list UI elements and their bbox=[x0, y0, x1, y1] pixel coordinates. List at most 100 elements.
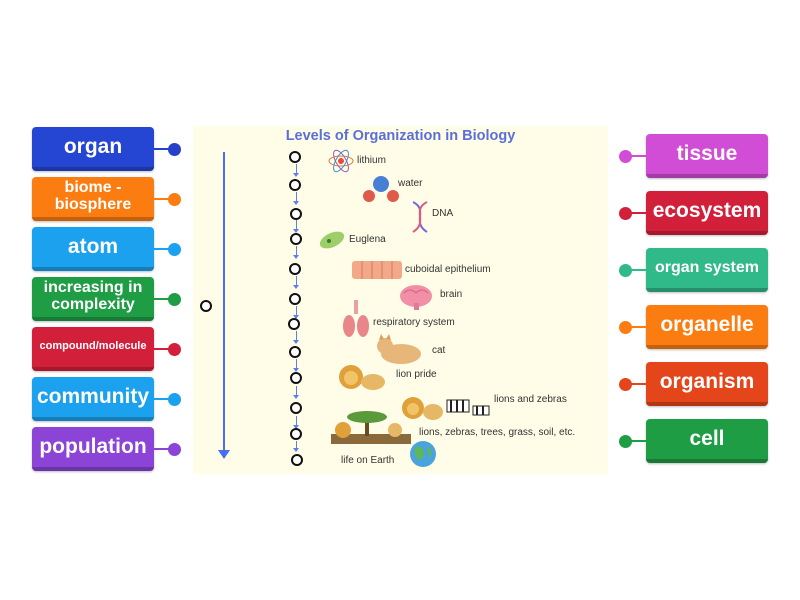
complexity-arrow bbox=[223, 152, 225, 454]
connector-line bbox=[154, 248, 174, 250]
drop-target-ring[interactable] bbox=[290, 402, 302, 414]
connector-dot[interactable] bbox=[168, 343, 181, 356]
step-arrow-head bbox=[293, 448, 299, 452]
level-label-water: water bbox=[398, 178, 423, 189]
level-label-brain: brain bbox=[440, 289, 463, 300]
brain-icon bbox=[400, 285, 432, 310]
tile-label: compound/molecule bbox=[39, 340, 147, 353]
tile-population[interactable]: population bbox=[32, 427, 154, 471]
diagram-panel: Levels of Organization in Biology bbox=[193, 126, 608, 474]
level-label-life-on-earth: life on Earth bbox=[341, 455, 395, 466]
ecosystem-icon bbox=[331, 411, 411, 444]
level-label-lion-pride: lion pride bbox=[396, 369, 437, 380]
step-arrow-head bbox=[293, 173, 299, 177]
epithelium-icon bbox=[352, 261, 402, 279]
connector-line bbox=[625, 326, 646, 328]
connector-dot[interactable] bbox=[168, 393, 181, 406]
connector-dot[interactable] bbox=[168, 143, 181, 156]
connector-line bbox=[625, 155, 646, 157]
tile-label: atom bbox=[67, 234, 119, 258]
tile-tissue[interactable]: tissue bbox=[646, 134, 768, 178]
cat-icon bbox=[377, 334, 421, 364]
step-arrow bbox=[296, 192, 297, 202]
drop-target-ring[interactable] bbox=[290, 233, 302, 245]
step-arrow-head bbox=[293, 285, 299, 289]
drop-target-ring[interactable] bbox=[290, 208, 302, 220]
connector-line bbox=[154, 348, 174, 350]
drop-target-ring[interactable] bbox=[289, 293, 301, 305]
connector-line bbox=[154, 198, 174, 200]
tile-atom[interactable]: atom bbox=[32, 227, 154, 271]
tile-organism[interactable]: organism bbox=[646, 362, 768, 406]
connector-dot[interactable] bbox=[168, 443, 181, 456]
connector-line bbox=[154, 448, 174, 450]
connector-line bbox=[154, 298, 174, 300]
drop-target-ring[interactable] bbox=[291, 454, 303, 466]
tile-label: community bbox=[36, 384, 149, 408]
tile-label: organ system bbox=[654, 258, 760, 276]
drop-target-ring[interactable] bbox=[290, 372, 302, 384]
tile-label: increasing in complexity bbox=[43, 279, 143, 313]
tile-label: tissue bbox=[676, 141, 738, 165]
level-label-cuboidal-epithelium: cuboidal epithelium bbox=[405, 264, 491, 275]
step-arrow bbox=[296, 306, 297, 316]
level-label-lithium: lithium bbox=[357, 155, 386, 166]
drop-target-ring[interactable] bbox=[289, 179, 301, 191]
drop-target-ring[interactable] bbox=[290, 428, 302, 440]
step-arrow bbox=[296, 164, 297, 174]
drop-target-ring[interactable] bbox=[289, 346, 301, 358]
level-label-euglena: Euglena bbox=[349, 234, 386, 245]
step-arrow bbox=[296, 441, 297, 449]
earth-icon bbox=[410, 441, 436, 467]
step-arrow-head bbox=[293, 229, 299, 233]
level-label-respiratory-system: respiratory system bbox=[373, 317, 455, 328]
step-arrow-head bbox=[293, 425, 299, 429]
atom-icon bbox=[328, 149, 354, 173]
connector-line bbox=[625, 269, 646, 271]
complexity-arrow-head bbox=[218, 450, 230, 459]
drop-target-ring[interactable] bbox=[289, 263, 301, 275]
drop-target-ring[interactable] bbox=[200, 300, 212, 312]
connector-dot[interactable] bbox=[168, 243, 181, 256]
tile-increasing-in-complexity[interactable]: increasing in complexity bbox=[32, 277, 154, 321]
step-arrow bbox=[296, 246, 297, 256]
step-arrow-head bbox=[293, 255, 299, 259]
step-arrow bbox=[296, 276, 297, 286]
drop-target-ring[interactable] bbox=[288, 318, 300, 330]
step-arrow-head bbox=[293, 315, 299, 319]
connector-line bbox=[154, 398, 174, 400]
tile-label: organelle bbox=[660, 312, 754, 336]
step-arrow-head bbox=[293, 340, 299, 344]
step-arrow bbox=[296, 416, 297, 426]
panel-title: Levels of Organization in Biology bbox=[285, 128, 516, 144]
tile-label: biome - biosphere bbox=[54, 179, 132, 213]
connector-line bbox=[625, 212, 646, 214]
dna-icon bbox=[412, 201, 428, 233]
tile-compound-molecule[interactable]: compound/molecule bbox=[32, 327, 154, 371]
tile-label: cell bbox=[689, 426, 725, 450]
tile-label: organism bbox=[659, 369, 755, 393]
tile-organ[interactable]: organ bbox=[32, 127, 154, 171]
drop-target-ring[interactable] bbox=[289, 151, 301, 163]
step-arrow bbox=[296, 386, 297, 396]
level-label-ecosystem-members: lions, zebras, trees, grass, soil, etc. bbox=[419, 427, 576, 438]
tile-label: organ bbox=[63, 134, 123, 158]
level-label-lions-and-zebras: lions and zebras bbox=[494, 394, 567, 405]
lungs-icon bbox=[343, 300, 369, 337]
tile-organelle[interactable]: organelle bbox=[646, 305, 768, 349]
tile-cell[interactable]: cell bbox=[646, 419, 768, 463]
step-arrow bbox=[296, 220, 297, 230]
step-arrow-head bbox=[293, 395, 299, 399]
step-arrow bbox=[296, 359, 297, 369]
connector-line bbox=[154, 148, 174, 150]
water-molecule-icon bbox=[363, 176, 399, 202]
level-label-dna: DNA bbox=[432, 208, 454, 219]
tile-ecosystem[interactable]: ecosystem bbox=[646, 191, 768, 235]
tile-biome-biosphere[interactable]: biome - biosphere bbox=[32, 177, 154, 221]
connector-dot[interactable] bbox=[168, 193, 181, 206]
tile-community[interactable]: community bbox=[32, 377, 154, 421]
tile-organ-system[interactable]: organ system bbox=[646, 248, 768, 292]
connector-dot[interactable] bbox=[168, 293, 181, 306]
connector-line bbox=[625, 383, 646, 385]
euglena-icon bbox=[319, 231, 345, 249]
